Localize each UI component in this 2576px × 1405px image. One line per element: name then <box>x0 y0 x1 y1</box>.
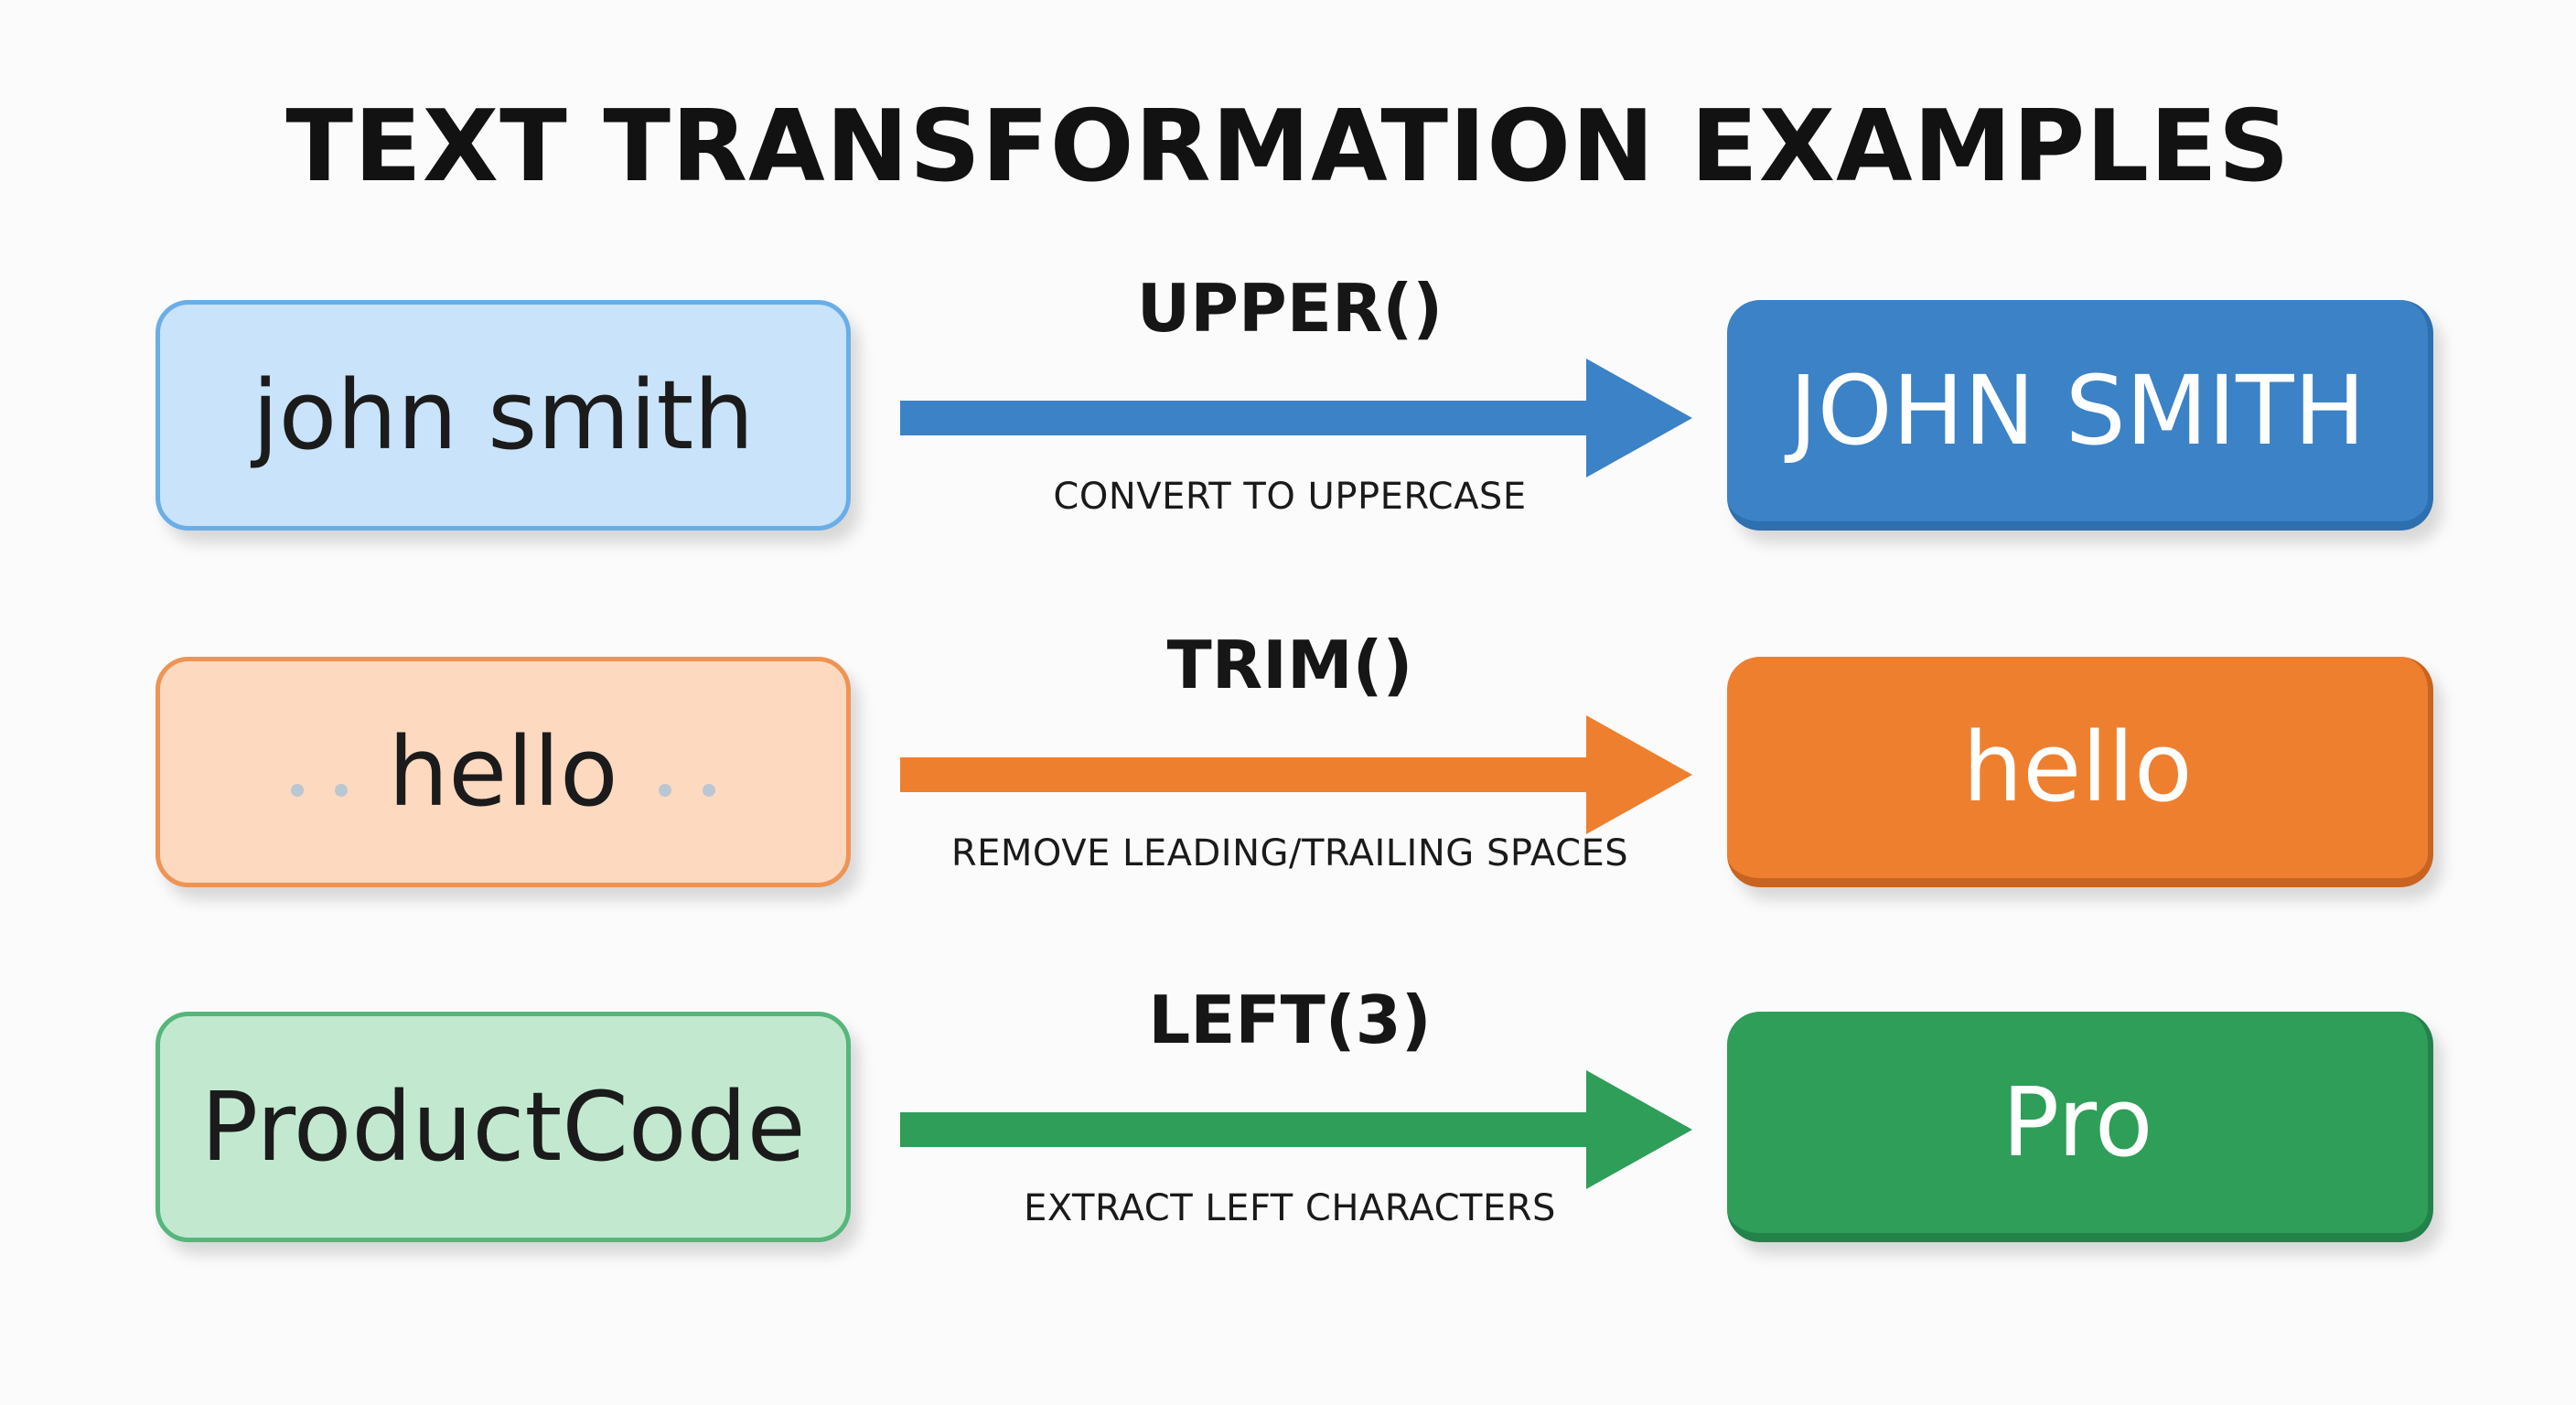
space-dot-icon <box>335 784 349 797</box>
output-box: JOHN SMITH <box>1727 300 2433 531</box>
space-dot-icon <box>291 784 305 797</box>
function-description: CONVERT TO UPPERCASE <box>1053 476 1527 518</box>
page-title: TEXT TRANSFORMATION EXAMPLES <box>285 90 2291 204</box>
arrow-right-icon <box>900 715 1692 834</box>
transform-row-upper: john smith UPPER() CONVERT TO UPPERCASE … <box>0 270 2576 556</box>
input-text: john smith <box>252 359 755 471</box>
space-dot-icon <box>658 784 671 797</box>
input-text: ProductCode <box>200 1071 806 1183</box>
function-label: LEFT(3) <box>1148 981 1432 1058</box>
input-text: hello <box>388 716 618 828</box>
input-box: ProductCode <box>156 1012 851 1242</box>
arrow-right-icon <box>900 1070 1692 1189</box>
leading-spaces-icon <box>291 747 349 797</box>
function-description: EXTRACT LEFT CHARACTERS <box>1024 1187 1556 1229</box>
output-text: Pro <box>2002 1067 2153 1178</box>
function-description: REMOVE LEADING/TRAILING SPACES <box>950 832 1629 874</box>
output-text: JOHN SMITH <box>1789 355 2366 467</box>
function-label: UPPER() <box>1136 270 1444 347</box>
space-dot-icon <box>702 784 715 797</box>
output-box: hello <box>1727 657 2433 887</box>
function-label: TRIM() <box>1166 627 1413 703</box>
trailing-spaces-icon <box>658 747 715 797</box>
output-box: Pro <box>1727 1012 2433 1242</box>
arrow-right-icon <box>900 359 1692 477</box>
output-text: hello <box>1962 712 2193 823</box>
transform-row-left: ProductCode LEFT(3) EXTRACT LEFT CHARACT… <box>0 981 2576 1268</box>
input-box: john smith <box>156 300 851 531</box>
transform-row-trim: hello TRIM() REMOVE LEADING/TRAILING SPA… <box>0 627 2576 913</box>
input-box: hello <box>156 657 851 887</box>
